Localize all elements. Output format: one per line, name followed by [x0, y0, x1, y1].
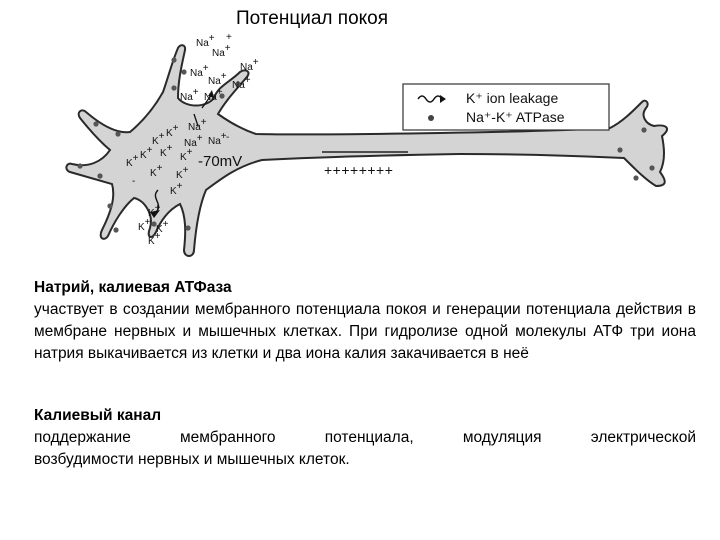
na-ion-label: Na+: [190, 63, 209, 79]
neuron-body: [65, 44, 669, 257]
na-ion-label: Na+: [204, 87, 223, 103]
section-k-channel: Калиевый канал поддержание мембранного п…: [34, 405, 696, 471]
section-atpase-heading: Натрий, калиевая АТФаза: [34, 279, 232, 296]
legend-leak-label: K⁺ ion leakage: [466, 90, 558, 106]
na-ion-label: Na+: [208, 131, 227, 147]
na-ion-label: Na+: [188, 117, 207, 133]
section-k-channel-line2: возбудимости нервных и мышечных клеток.: [34, 451, 350, 468]
k-ion-label: K+: [140, 145, 153, 161]
section-atpase-body: участвует в создании мембранного потенци…: [34, 301, 696, 362]
k-ion-label: K+: [160, 143, 173, 159]
k-ion-label: K+: [148, 231, 161, 247]
k-ion-label: K+: [156, 219, 169, 235]
section-k-channel-line1: поддержание мембранного потенциала, моду…: [34, 429, 696, 446]
section-atpase: Натрий, калиевая АТФаза участвует в созд…: [34, 277, 696, 365]
k-ion-label: K+: [152, 131, 165, 147]
voltage-label: -70mV: [198, 153, 242, 170]
na-ion-label: Na+: [196, 33, 215, 49]
na-ion-label: Na+: [240, 57, 259, 73]
page-title: Потенциал покоя: [236, 8, 389, 29]
na-ion-label: Na+: [208, 71, 227, 87]
section-k-channel-heading: Калиевый канал: [34, 407, 162, 424]
na-ion-label: Na+: [212, 43, 231, 59]
na-ion-label: Na+: [184, 133, 203, 149]
k-ion-label: K+: [170, 181, 183, 197]
neg-charge: -: [132, 176, 135, 187]
neg-charge: -: [226, 132, 229, 143]
k-ion-label: K+: [176, 165, 189, 181]
membrane-charges: ++++++++: [324, 162, 393, 178]
legend: K⁺ ion leakage Na⁺-K⁺ ATPase: [402, 83, 610, 131]
k-ion-label: K+: [166, 123, 179, 139]
pump-dot-icon: [428, 115, 434, 121]
na-ion-label: +: [226, 32, 232, 43]
k-ion-label: K+: [138, 217, 151, 233]
legend-pump-label: Na⁺-K⁺ ATPase: [466, 109, 565, 125]
na-ion-label: Na+: [180, 87, 199, 103]
na-ion-label: Na+: [232, 75, 251, 91]
k-ion-label: K+: [150, 163, 163, 179]
ion-channels: [77, 57, 655, 233]
leak-squiggle-icon: [417, 95, 443, 103]
k-ion-label: K+: [180, 147, 193, 163]
neuron-diagram: ++++++++ Na+ Na+ Na+ Na+ Na+ Na+ Na+ Na+…: [65, 32, 669, 257]
k-ion-label: K+: [126, 153, 139, 169]
